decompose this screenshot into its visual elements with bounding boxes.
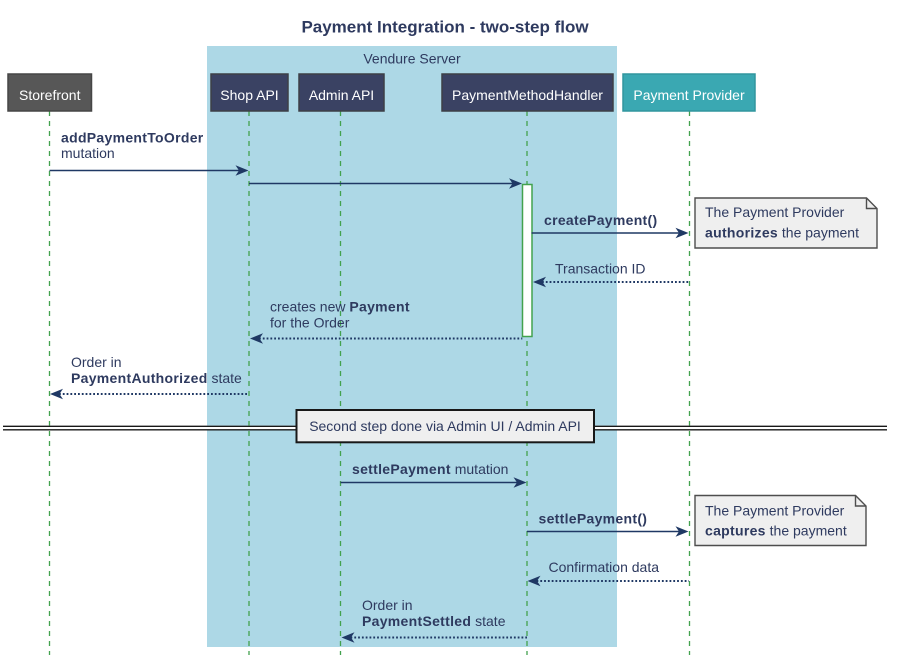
svg-text:creates new Payment: creates new Payment <box>270 299 410 315</box>
svg-text:Payment Provider: Payment Provider <box>633 87 745 103</box>
svg-text:Order in: Order in <box>362 597 413 613</box>
svg-text:Vendure Server: Vendure Server <box>363 51 461 67</box>
svg-text:captures the payment: captures the payment <box>705 523 847 539</box>
svg-text:Transaction ID: Transaction ID <box>555 261 646 277</box>
svg-text:Confirmation data: Confirmation data <box>549 559 660 575</box>
svg-text:settlePayment mutation: settlePayment mutation <box>352 461 508 477</box>
svg-text:mutation: mutation <box>61 145 115 161</box>
svg-text:The Payment Provider: The Payment Provider <box>705 204 845 220</box>
svg-text:Shop API: Shop API <box>220 87 278 103</box>
svg-text:for the Order: for the Order <box>270 315 350 331</box>
svg-text:PaymentAuthorized state: PaymentAuthorized state <box>71 370 242 386</box>
svg-text:authorizes the payment: authorizes the payment <box>705 225 859 241</box>
svg-text:Admin API: Admin API <box>309 87 374 103</box>
svg-text:PaymentSettled state: PaymentSettled state <box>362 613 506 629</box>
svg-text:Payment Integration - two-step: Payment Integration - two-step flow <box>301 17 589 36</box>
svg-text:The Payment Provider: The Payment Provider <box>705 503 845 519</box>
svg-text:Order in: Order in <box>71 354 122 370</box>
svg-text:settlePayment(): settlePayment() <box>539 511 648 527</box>
svg-text:Storefront: Storefront <box>19 87 81 103</box>
svg-text:addPaymentToOrder: addPaymentToOrder <box>61 130 204 146</box>
svg-text:PaymentMethodHandler: PaymentMethodHandler <box>452 87 603 103</box>
svg-text:createPayment(): createPayment() <box>544 212 657 228</box>
svg-text:Second step done via Admin UI: Second step done via Admin UI / Admin AP… <box>309 418 581 434</box>
